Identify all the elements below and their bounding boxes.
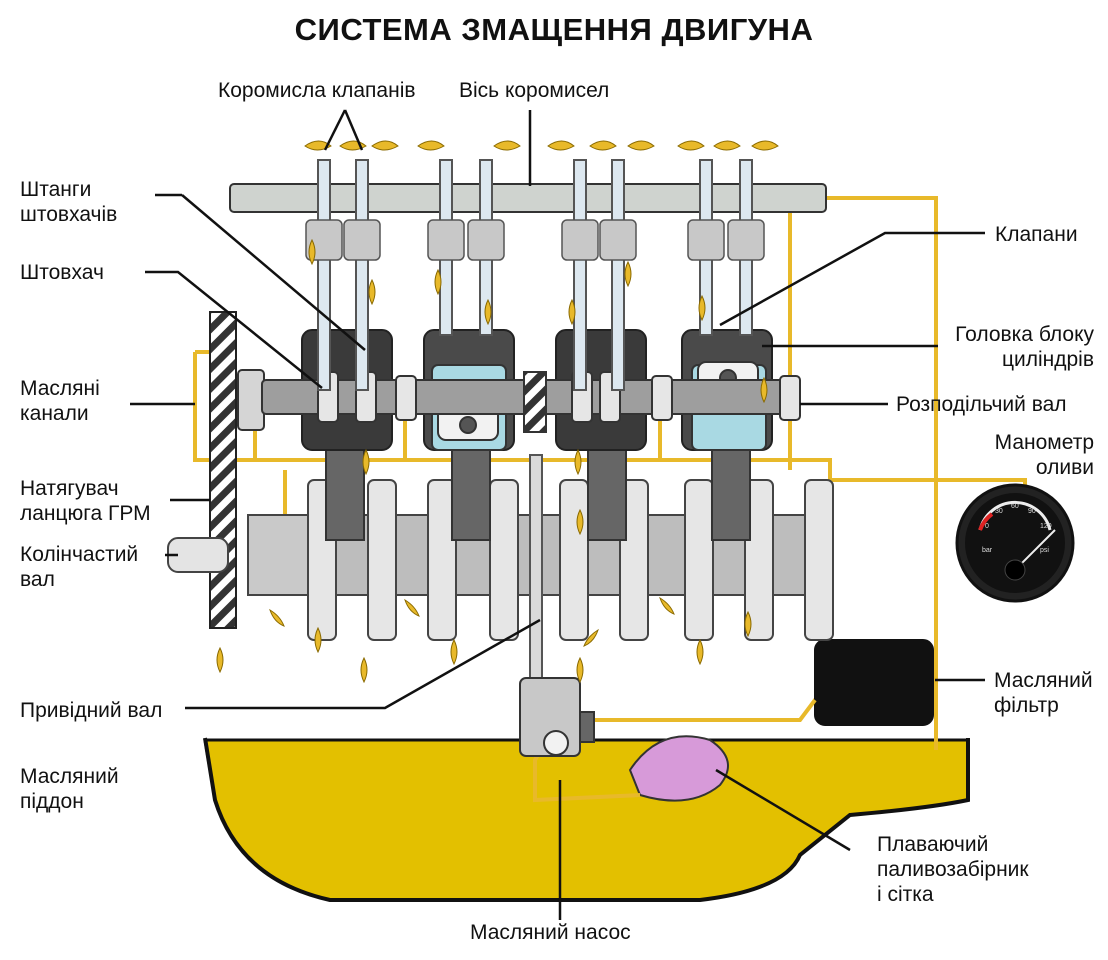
label-cylinder-head-1: Головка блоку — [955, 323, 1094, 346]
label-pushrods-1: Штанги — [20, 178, 92, 201]
rocker-shaft — [229, 183, 827, 213]
oil-pressure-gauge: 0 30 60 90 120 bar psi — [955, 483, 1075, 603]
page-title: СИСТЕМА ЗМАЩЕННЯ ДВИГУНА — [294, 12, 814, 47]
gauge-left-label: bar — [982, 547, 993, 554]
timing-chain — [209, 311, 237, 629]
gauge-tick-0: 0 — [985, 523, 989, 530]
label-oil-filter-1: Масляний — [994, 669, 1093, 692]
oil-pump — [519, 677, 595, 757]
oil-pickup — [628, 735, 729, 802]
label-oil-pump: Масляний насос — [470, 921, 631, 944]
gauge-tick-60: 60 — [1011, 503, 1019, 510]
label-pickup-2: паливозабірник — [877, 858, 1029, 881]
label-crankshaft-1: Колінчастий — [20, 543, 139, 566]
label-oil-pan-1: Масляний — [20, 765, 119, 788]
label-rocker-arms: Коромисла клапанів — [218, 79, 416, 102]
label-pickup-1: Плаваючий — [877, 833, 989, 856]
oil-pan-rim — [203, 737, 970, 902]
gauge-right-label: psi — [1040, 547, 1049, 554]
label-camshaft: Розподільчий вал — [896, 393, 1067, 416]
label-chain-tensioner-1: Натягувач — [20, 477, 119, 500]
label-oil-gauge-2: оливи — [1035, 456, 1094, 479]
gauge-tick-90: 90 — [1028, 508, 1036, 515]
label-cylinder-head-2: циліндрів — [1001, 348, 1094, 371]
label-chain-tensioner-2: ланцюга ГРМ — [20, 502, 151, 525]
leader-lines — [130, 109, 985, 920]
label-oil-gauge-1: Манометр — [994, 431, 1094, 454]
gauge-tick-30: 30 — [995, 508, 1003, 515]
label-oil-pan-2: піддон — [20, 790, 84, 813]
drive-shaft — [529, 454, 543, 691]
label-valves: Клапани — [995, 223, 1078, 246]
label-tappet: Штовхач — [20, 261, 104, 284]
valve-springs — [305, 219, 765, 261]
oil-droplets — [216, 140, 779, 684]
oil-filter — [814, 639, 934, 726]
label-pickup-3: і сітка — [877, 883, 934, 906]
label-oil-channels-1: Масляні — [20, 377, 100, 400]
gauge-tick-120: 120 — [1040, 523, 1052, 530]
label-pushrods-2: штовхачів — [20, 203, 118, 226]
label-oil-filter-2: фільтр — [994, 694, 1059, 717]
oil-pan — [203, 738, 970, 902]
label-crankshaft-2: вал — [20, 568, 55, 591]
camshaft-sprocket — [237, 369, 265, 431]
label-oil-channels-2: канали — [20, 402, 89, 425]
connecting-rods — [325, 439, 751, 541]
label-rocker-shaft: Вісь коромисел — [459, 79, 610, 102]
label-drive-shaft: Привідний вал — [20, 699, 163, 722]
